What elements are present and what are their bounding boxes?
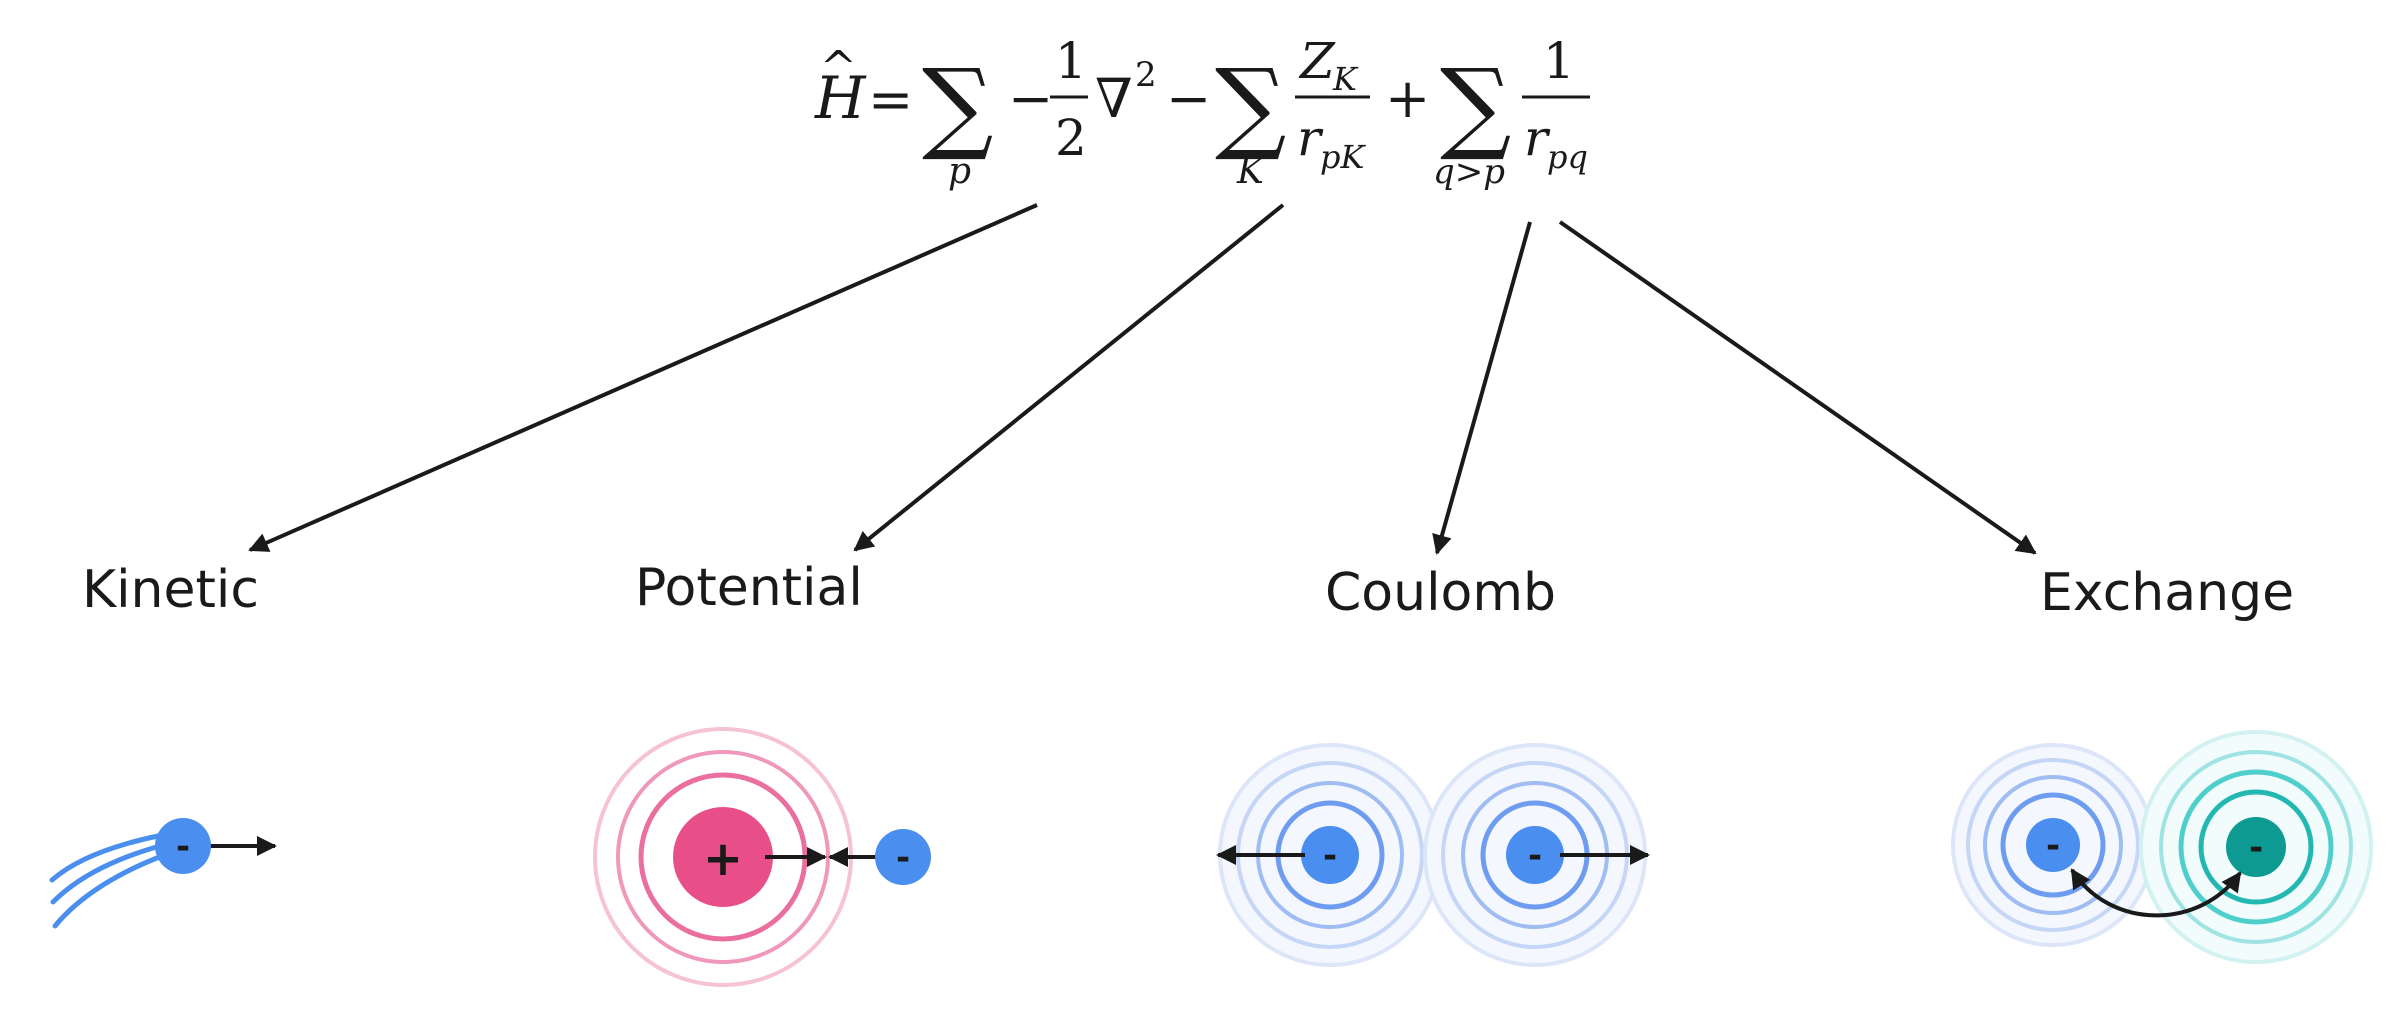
minus-1: − bbox=[1008, 67, 1053, 130]
term-label-coulomb: Coulomb bbox=[1325, 563, 1556, 623]
coulomb-electron-2-symbol: - bbox=[1528, 836, 1542, 876]
kinetic-electron-symbol: - bbox=[176, 827, 190, 867]
half-numerator: 1 bbox=[1055, 32, 1087, 90]
nucleus-symbol: + bbox=[703, 831, 743, 887]
exchange-electron-2-symbol: - bbox=[2249, 828, 2263, 868]
exchange-swap-arrow bbox=[2070, 868, 2242, 918]
potential-denominator-sub: pK bbox=[1320, 138, 1366, 176]
eq-lhs: H bbox=[814, 64, 867, 132]
term-label-potential: Potential bbox=[635, 558, 863, 618]
sum-symbol-3: ∑ bbox=[1440, 47, 1511, 164]
term-arrows bbox=[248, 203, 2037, 555]
sum-index-3: q>p bbox=[1433, 152, 1505, 192]
sum-symbol-1: ∑ bbox=[922, 47, 993, 164]
coulomb-numerator: 1 bbox=[1543, 32, 1575, 90]
potential-illustration: + - bbox=[593, 727, 931, 987]
arrow-to-exchange bbox=[1558, 220, 2037, 555]
exchange-electron-1-symbol: - bbox=[2046, 826, 2060, 866]
arrow-to-kinetic bbox=[248, 203, 1038, 552]
potential-numerator-sub: K bbox=[1332, 60, 1359, 98]
coulomb-denominator-sub: pq bbox=[1547, 138, 1588, 176]
arrow-to-potential bbox=[853, 203, 1285, 552]
kinetic-illustration: - bbox=[49, 818, 277, 929]
potential-denominator: r bbox=[1297, 109, 1324, 167]
eq-lhs-hat: ^ bbox=[820, 42, 857, 93]
exchange-illustration: - - bbox=[1951, 730, 2373, 964]
kinetic-electron bbox=[155, 818, 211, 874]
hamiltonian-equation: H ^ = ∑ p − 1 2 ∇ 2 − ∑ K Z K r pK + ∑ q… bbox=[814, 32, 1590, 192]
sum-symbol-2: ∑ bbox=[1215, 47, 1286, 164]
term-label-kinetic: Kinetic bbox=[82, 560, 259, 620]
nabla-exponent: 2 bbox=[1135, 55, 1157, 95]
potential-electron-symbol: - bbox=[896, 838, 910, 878]
nabla-symbol: ∇ bbox=[1095, 67, 1133, 130]
coulomb-denominator: r bbox=[1524, 109, 1551, 167]
potential-electron bbox=[875, 829, 931, 885]
sum-index-2: K bbox=[1236, 151, 1266, 192]
coulomb-electron-1 bbox=[1301, 826, 1359, 884]
nucleus bbox=[673, 807, 773, 907]
arrow-to-coulomb bbox=[1432, 221, 1532, 555]
sum-index-1: p bbox=[948, 151, 971, 192]
exchange-electron-2 bbox=[2226, 817, 2286, 877]
term-label-exchange: Exchange bbox=[2040, 563, 2294, 623]
exchange-electron-1 bbox=[2026, 818, 2080, 872]
coulomb-illustration: - - bbox=[1216, 743, 1650, 967]
exchange-electron-left: - bbox=[1951, 743, 2155, 947]
potential-numerator: Z bbox=[1298, 32, 1336, 90]
motion-trail bbox=[49, 833, 165, 929]
half-denominator: 2 bbox=[1055, 109, 1087, 167]
coulomb-electron-right: - bbox=[1423, 743, 1647, 967]
exchange-electron-right: - bbox=[2139, 730, 2373, 964]
plus-sign: + bbox=[1385, 67, 1430, 130]
minus-2: − bbox=[1166, 67, 1211, 130]
eq-equals: = bbox=[868, 68, 913, 131]
coulomb-electron-2 bbox=[1506, 826, 1564, 884]
coulomb-electron-1-symbol: - bbox=[1323, 836, 1337, 876]
